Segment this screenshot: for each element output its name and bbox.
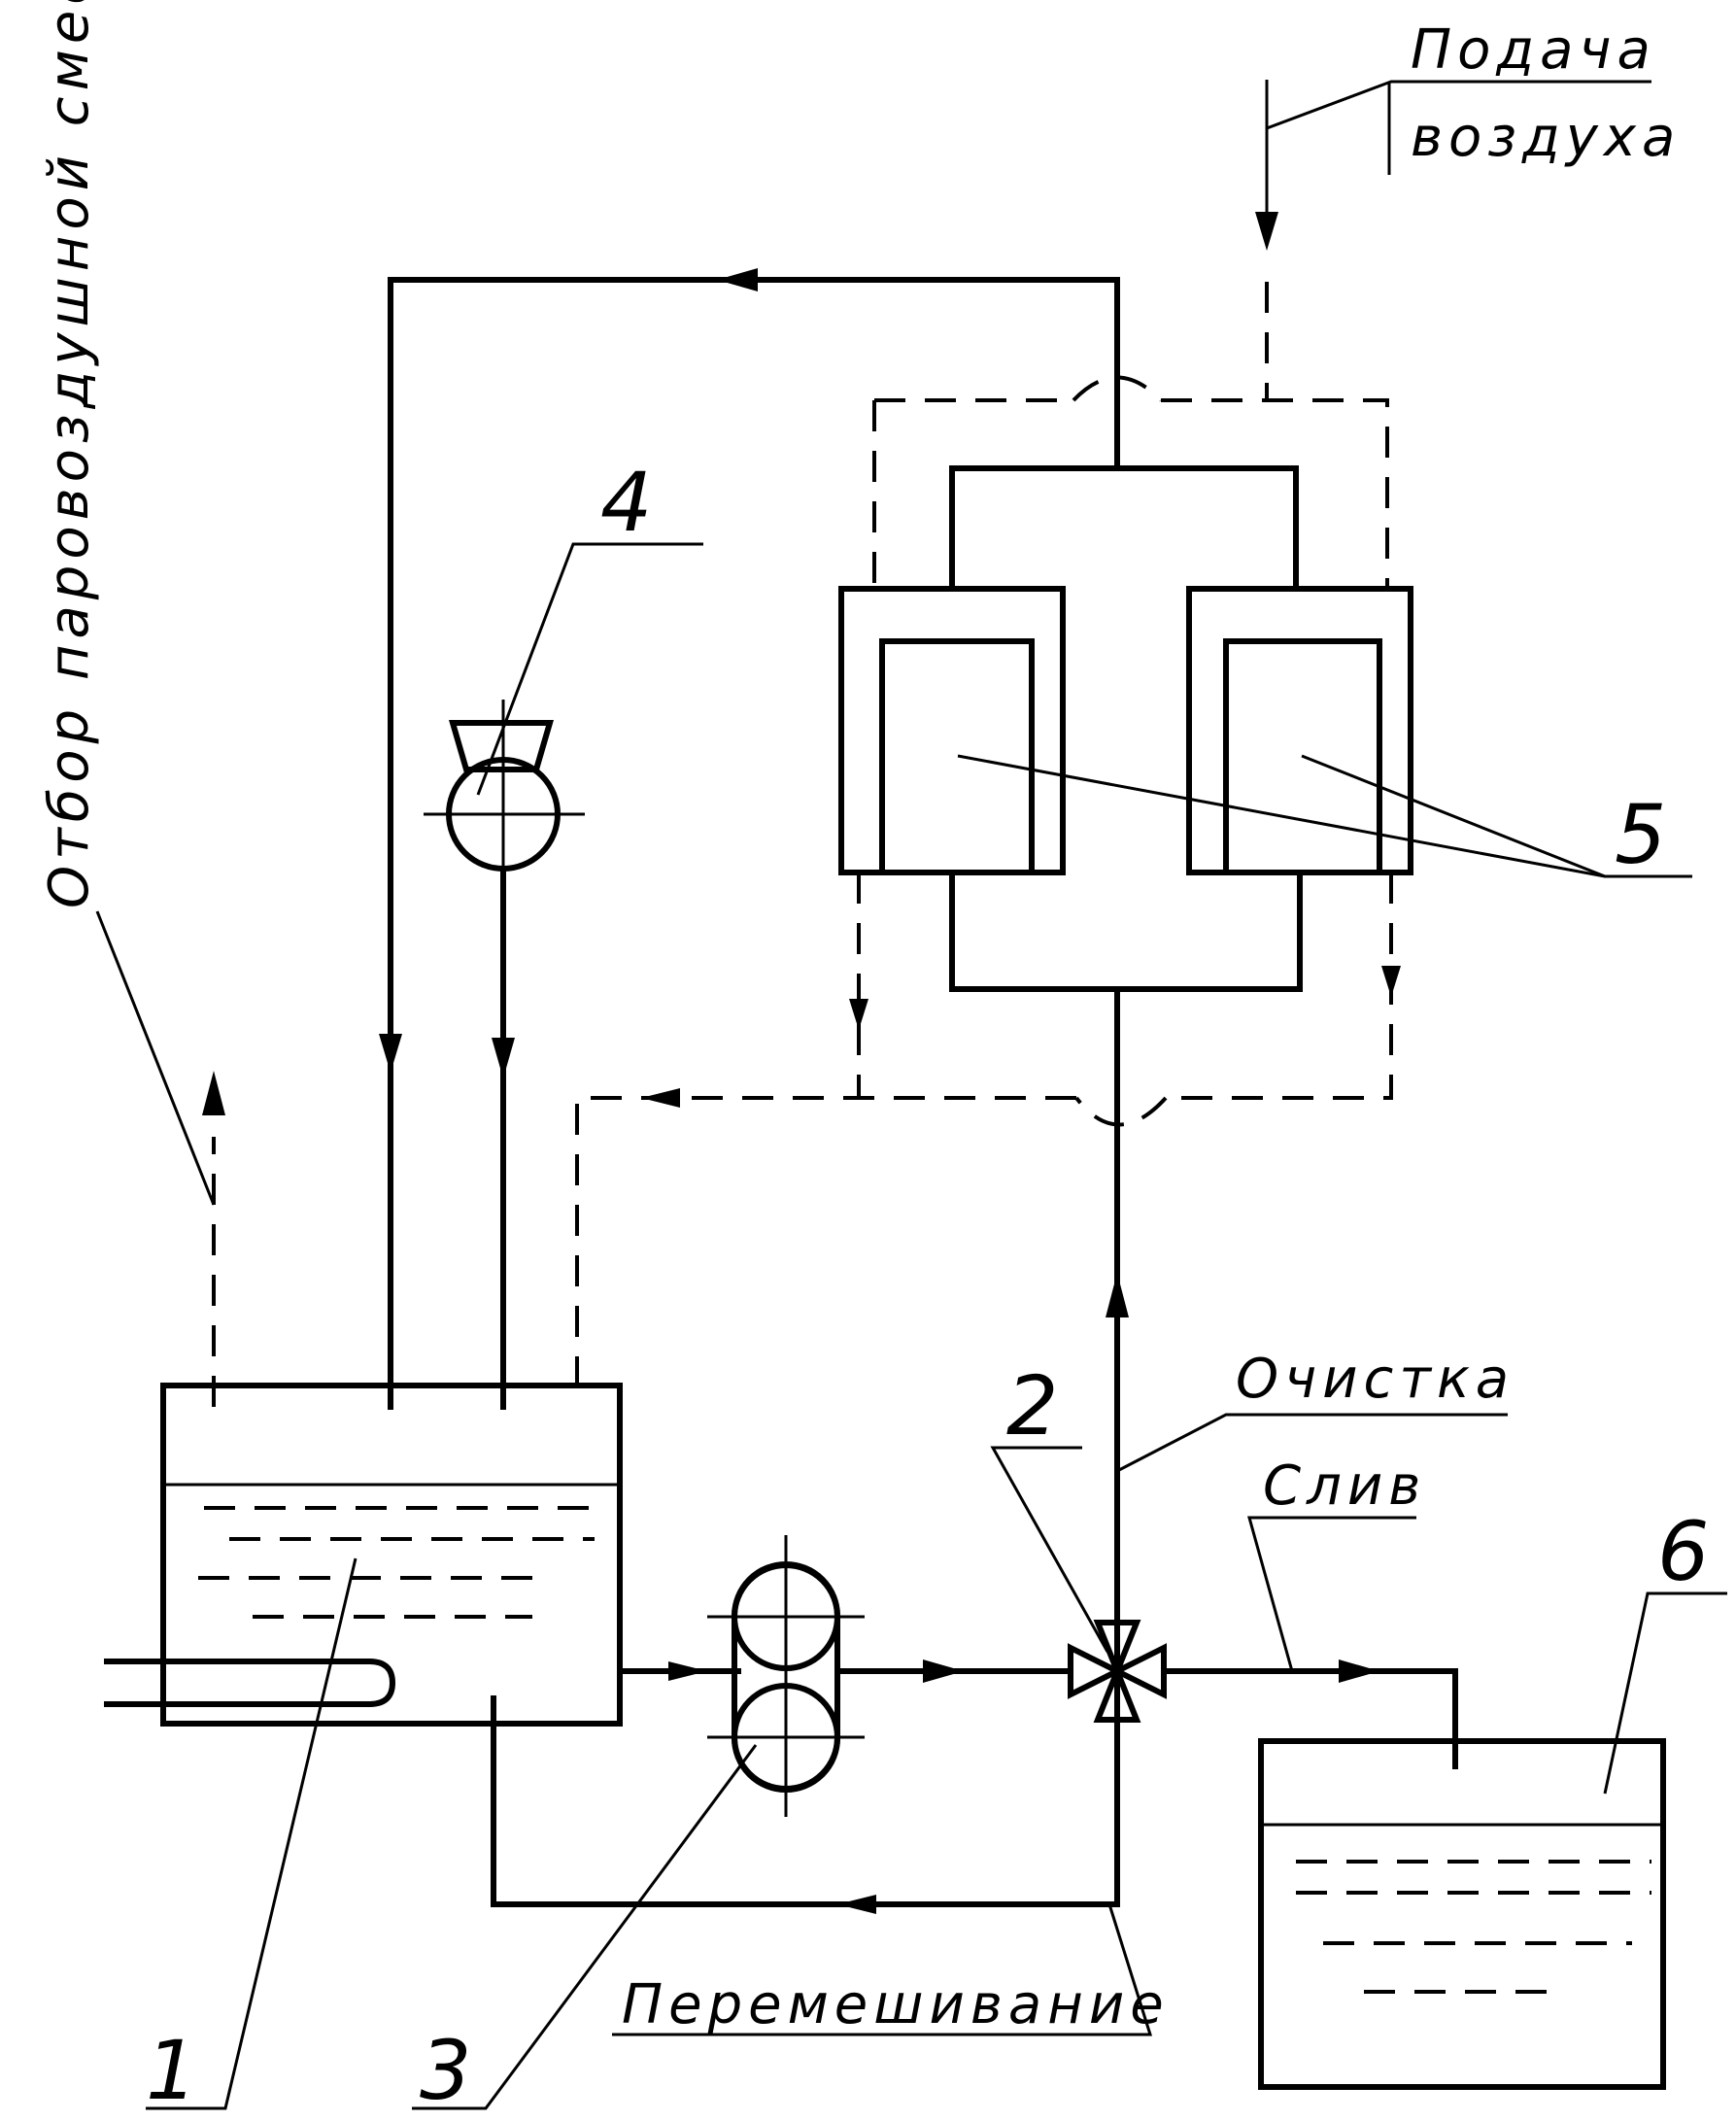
drain-line <box>1164 1659 1455 1766</box>
vapor-offtake-label: Отбор паровоздушной смеси <box>38 0 101 908</box>
vapor-offtake-line <box>202 1071 225 1407</box>
callout-6: 6 <box>1657 1504 1709 1599</box>
vessel-6 <box>1261 1741 1663 2087</box>
arrow-down-icon <box>1255 212 1278 251</box>
arrow-right-icon <box>668 1661 707 1681</box>
callout-3: 3 <box>420 2023 471 2118</box>
arrow-down-icon <box>379 1034 402 1073</box>
air-supply-label-2: воздуха <box>1411 106 1681 169</box>
arrow-down-icon <box>1381 966 1401 997</box>
arrow-up-icon <box>202 1071 225 1115</box>
arrow-left-icon <box>641 1088 680 1108</box>
callout-2: 2 <box>1006 1358 1058 1454</box>
callout-1: 1 <box>146 2023 197 2118</box>
callout-5: 5 <box>1615 787 1666 882</box>
arrow-right-icon <box>923 1659 964 1683</box>
air-supply-label-1: Подача <box>1411 18 1656 82</box>
arrow-left-icon <box>837 1895 876 1914</box>
arrow-left-icon <box>717 268 758 291</box>
arrow-right-icon <box>1339 1659 1379 1683</box>
leader-lines <box>97 82 1727 2108</box>
return-pipe-top <box>379 268 1117 1407</box>
callout-4: 4 <box>600 455 652 550</box>
arrow-down-icon <box>492 1038 515 1078</box>
filter-group <box>841 468 1411 1710</box>
pump-4 <box>424 700 585 1407</box>
arrow-up-icon <box>1106 1273 1129 1317</box>
drain-label: Слив <box>1263 1454 1426 1518</box>
arrow-down-icon <box>849 999 868 1030</box>
tank-1 <box>107 1385 1117 1914</box>
cleaning-label: Очистка <box>1236 1348 1515 1411</box>
mixing-label: Перемешивание <box>622 1973 1170 2036</box>
pump-3 <box>620 1535 1071 1817</box>
